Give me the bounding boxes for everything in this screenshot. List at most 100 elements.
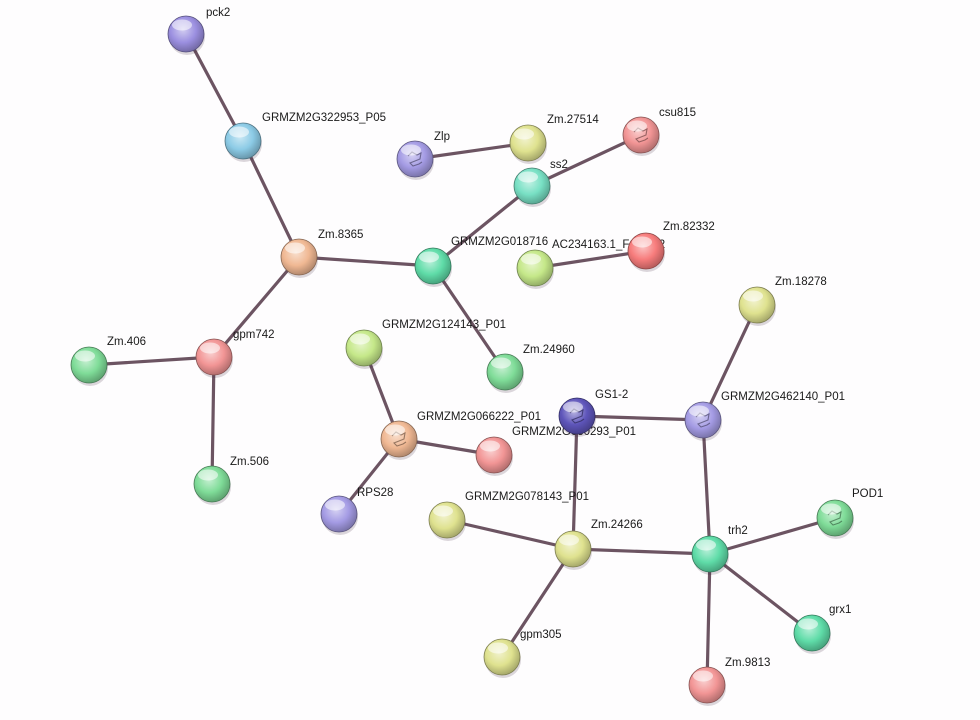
node-highlight [521,253,541,265]
node-label-zm-82332: Zm.82332 [663,221,715,233]
node-label-gpm305: gpm305 [520,629,562,641]
node-highlight [401,144,421,156]
node-zm-9813[interactable]: Zm.9813 [688,657,770,706]
node-pod1[interactable]: POD1 [816,488,883,539]
node-highlight [693,670,713,682]
node-grmzm2g078143-p01[interactable]: GRMZM2G078143_P01 [428,491,589,541]
node-highlight [480,440,500,452]
node-label-zm-18278: Zm.18278 [775,276,827,288]
node-zm-27514[interactable]: Zm.27514 [509,114,599,164]
node-label-grmzm2g066222-p01: GRMZM2G066222_P01 [417,411,541,423]
node-grmzm2g030293-p01[interactable]: GRMZM2G030293_P01 [475,426,636,476]
node-label-zm-506: Zm.506 [230,456,269,468]
node-highlight [627,120,647,132]
node-label-zm-406: Zm.406 [107,336,146,348]
node-highlight [821,503,841,515]
edge-csu815-to-ss2 [530,133,643,188]
node-highlight [172,19,192,31]
node-label-zm-8365: Zm.8365 [318,229,363,241]
node-ss2[interactable]: ss2 [513,159,568,207]
node-label-trh2: trh2 [728,525,748,537]
node-highlight [350,333,370,345]
edge-grmzm2g078143-p01-to-zm-24266 [445,518,575,551]
node-highlight [75,350,95,362]
node-grmzm2g018716[interactable]: GRMZM2G018716 [414,236,548,287]
node-highlight [632,236,652,248]
edge-pck2-to-grmzm2g322953-p05 [184,32,245,143]
node-trh2[interactable]: trh2 [691,525,748,575]
edge-zm-8365-to-gpm742 [212,255,301,359]
node-highlight [689,405,709,417]
node-zm-18278[interactable]: Zm.18278 [738,276,827,326]
node-label-grmzm2g018716: GRMZM2G018716 [451,236,548,248]
edge-trh2-to-pod1 [708,516,837,556]
edge-trh2-to-grx1 [708,552,814,635]
node-csu815[interactable]: csu815 [622,107,696,156]
node-label-zm-27514: Zm.27514 [547,114,599,126]
edge-zm-8365-to-grmzm2g018716 [297,255,435,268]
node-label-pck2: pck2 [206,7,230,19]
node-zlp[interactable]: Zlp [396,131,450,180]
node-highlight [229,126,249,138]
node-zm-24266[interactable]: Zm.24266 [554,519,643,570]
edge-gs1-2-to-grmzm2g462140-p01 [575,414,705,422]
node-grmzm2g462140-p01[interactable]: GRMZM2G462140_P01 [684,391,845,441]
node-label-zm-24960: Zm.24960 [523,344,575,356]
node-highlight [798,618,818,630]
edge-gpm742-to-zm-506 [210,355,216,486]
node-label-rps28: RPS28 [357,487,393,499]
node-zm-24960[interactable]: Zm.24960 [486,344,575,393]
node-label-grmzm2g322953-p05: GRMZM2G322953_P05 [262,112,386,124]
node-grmzm2g322953-p05[interactable]: GRMZM2G322953_P05 [224,112,386,162]
node-label-grmzm2g078143-p01: GRMZM2G078143_P01 [465,491,589,503]
edge-zm-24266-to-trh2 [571,547,712,556]
edge-trh2-to-zm-9813 [705,552,712,687]
node-highlight [696,539,716,551]
node-highlight [325,499,345,511]
node-highlight [743,290,763,302]
node-highlight [491,357,511,369]
node-label-zm-24266: Zm.24266 [591,519,643,531]
node-label-ss2: ss2 [550,159,568,171]
node-zm-8365[interactable]: Zm.8365 [280,229,363,278]
node-rps28[interactable]: RPS28 [320,487,393,535]
edge-gpm742-to-zm-406 [87,355,216,367]
node-gpm742[interactable]: gpm742 [195,329,275,378]
node-highlight [518,171,538,183]
node-highlight [563,401,583,413]
node-highlight [433,505,453,517]
node-highlight [200,342,220,354]
node-grmzm2g066222-p01[interactable]: GRMZM2G066222_P01 [380,411,541,460]
node-label-pod1: POD1 [852,488,883,500]
node-zm-82332[interactable]: Zm.82332 [627,221,715,272]
node-pck2[interactable]: pck2 [167,7,230,55]
node-highlight [514,128,534,140]
edge-grmzm2g018716-to-zm-24960 [431,264,507,374]
node-highlight [285,242,305,254]
node-highlight [198,469,218,481]
node-gpm305[interactable]: gpm305 [483,629,562,678]
node-grmzm2g124143-p01[interactable]: GRMZM2G124143_P01 [345,319,506,369]
node-highlight [559,534,579,546]
node-label-grx1: grx1 [829,604,851,616]
node-label-zm-9813: Zm.9813 [725,657,770,669]
node-highlight [385,424,405,436]
edge-zlp-to-zm-27514 [413,141,530,161]
edge-ss2-to-grmzm2g018716 [431,184,534,268]
node-label-zlp: Zlp [434,131,450,143]
edge-zm-24266-to-gpm305 [500,547,575,659]
node-label-csu815: csu815 [659,107,696,119]
node-label-grmzm2g124143-p01: GRMZM2G124143_P01 [382,319,506,331]
edge-grmzm2g462140-p01-to-trh2 [701,418,712,556]
node-gs1-2[interactable]: GS1-2 [558,389,628,437]
edge-gs1-2-to-zm-24266 [571,414,579,551]
node-grx1[interactable]: grx1 [793,604,851,654]
node-zm-406[interactable]: Zm.406 [70,336,146,386]
node-zm-506[interactable]: Zm.506 [193,456,269,505]
edge-ac234163-1-fgp002-to-zm-82332 [533,249,648,270]
node-highlight [419,251,439,263]
node-label-gs1-2: GS1-2 [595,389,628,401]
edge-zm-18278-to-grmzm2g462140-p01 [701,303,759,422]
